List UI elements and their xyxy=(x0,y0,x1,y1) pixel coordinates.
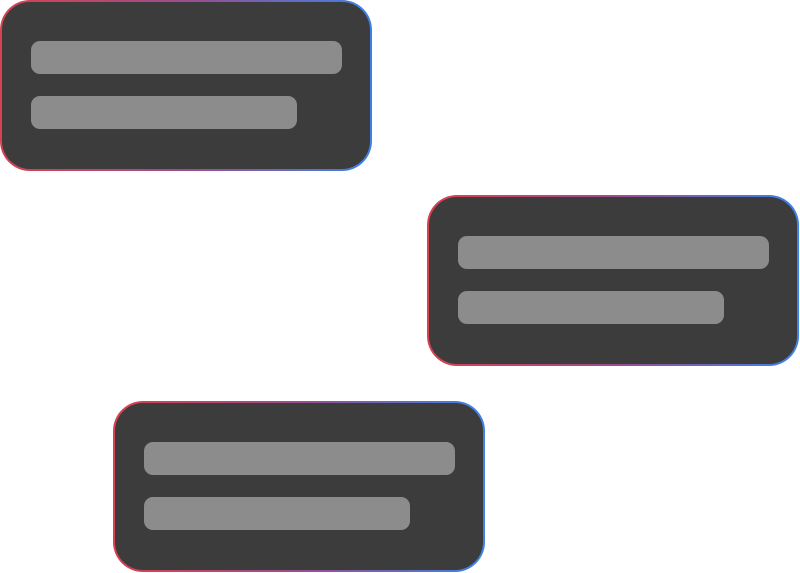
placeholder-line-short xyxy=(144,497,410,530)
placeholder-card-body xyxy=(2,2,370,169)
placeholder-line-long xyxy=(144,442,455,475)
placeholder-card-2 xyxy=(427,195,799,366)
placeholder-line-short xyxy=(458,291,724,324)
placeholder-card-1 xyxy=(0,0,372,171)
placeholder-line-long xyxy=(31,41,342,74)
placeholder-line-long xyxy=(458,236,769,269)
placeholder-line-short xyxy=(31,96,297,129)
placeholder-card-body xyxy=(429,197,797,364)
placeholder-card-3 xyxy=(113,401,485,572)
placeholder-card-body xyxy=(115,403,483,570)
